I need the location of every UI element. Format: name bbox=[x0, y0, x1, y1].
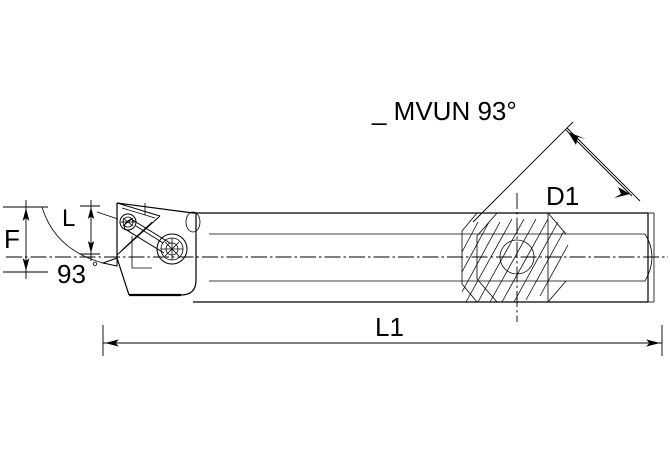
shank-flat-clamping-section bbox=[461, 212, 567, 303]
lead-angle-value: 93 bbox=[57, 259, 86, 289]
dimension-F-label: F bbox=[4, 224, 20, 254]
cutting-tip-nose bbox=[101, 257, 118, 267]
dimension-D1-label: D1 bbox=[546, 181, 579, 211]
clamp-pin-screw bbox=[119, 213, 137, 231]
dimension-L1-label: L1 bbox=[375, 312, 404, 342]
lock-screw-hole bbox=[499, 193, 535, 322]
lead-angle-degree-symbol: ° bbox=[92, 259, 98, 276]
lead-angle-callout: 93 ° bbox=[57, 259, 98, 289]
overhang-curved-leader bbox=[41, 206, 104, 264]
insert-designation-callout: _ MVUN 93° bbox=[371, 96, 517, 126]
insert-designation-text: _ MVUN 93° bbox=[371, 96, 517, 126]
insert-leader-line bbox=[96, 211, 119, 220]
dimension-D1: D1 bbox=[472, 121, 641, 223]
clamp-screw-head bbox=[156, 233, 188, 265]
section-hatching bbox=[461, 218, 569, 303]
bar-shank-outline bbox=[193, 212, 655, 303]
dimension-L1: L1 bbox=[102, 312, 663, 356]
dimension-L: L bbox=[62, 200, 100, 261]
internal-coolant-bore-lines bbox=[209, 233, 653, 282]
dimension-F: F bbox=[3, 200, 48, 279]
cutting-head-assembly bbox=[101, 202, 201, 297]
dimension-L-label: L bbox=[62, 205, 75, 232]
coolant-outlet-port bbox=[185, 211, 201, 233]
